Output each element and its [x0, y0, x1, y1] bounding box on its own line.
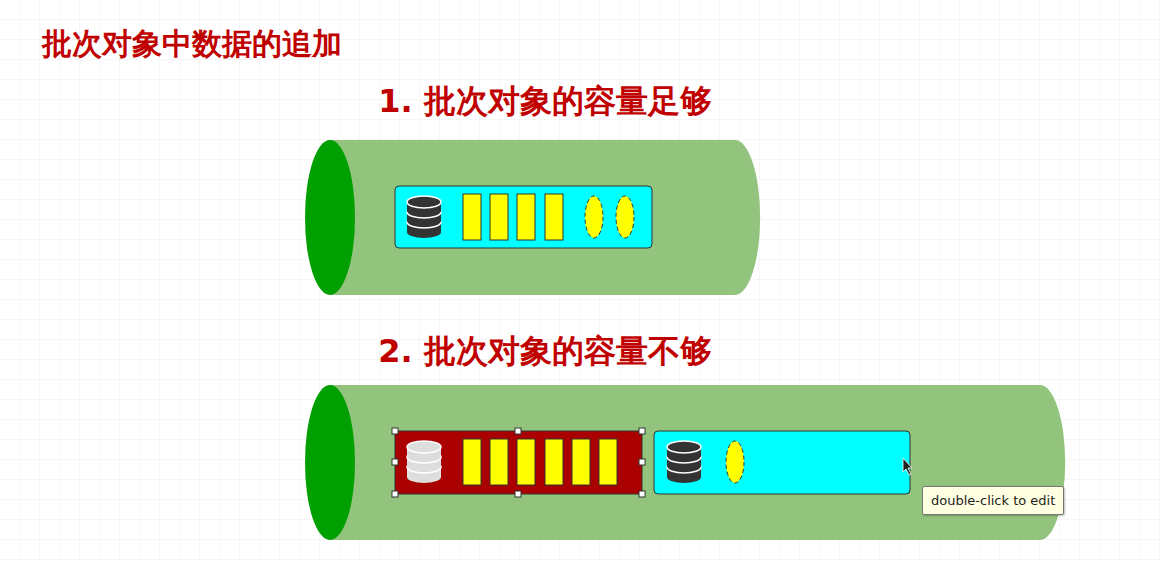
tooltip-text: double-click to edit [931, 493, 1055, 508]
pipe-cylinder [305, 385, 1065, 540]
section-heading: 2. 批次对象的容量不够 [378, 330, 712, 374]
batch-box [395, 186, 652, 248]
section-heading: 1. 批次对象的容量足够 [378, 80, 712, 124]
full-batch-box [392, 428, 645, 497]
pipe-cylinder [305, 140, 760, 295]
diagram-title: 批次对象中数据的追加 [42, 24, 342, 65]
batch-box [654, 431, 910, 494]
mouse-cursor [903, 458, 912, 475]
tooltip-box: double-click to edit [922, 486, 1064, 515]
